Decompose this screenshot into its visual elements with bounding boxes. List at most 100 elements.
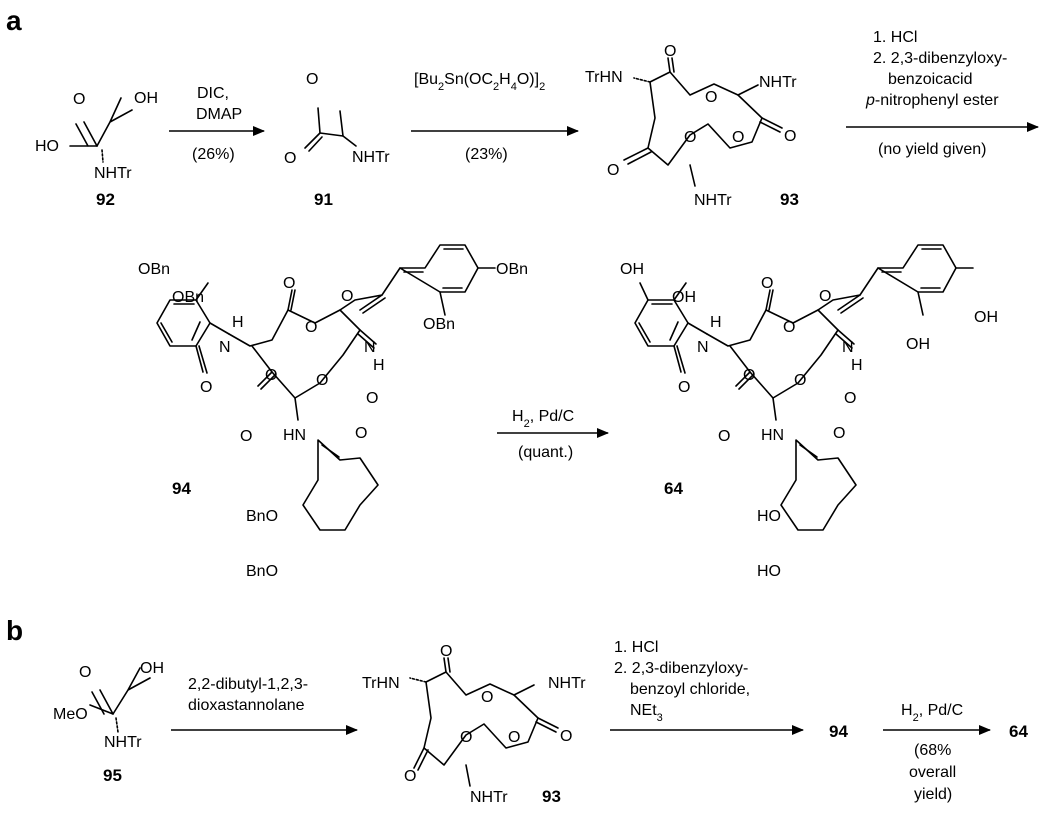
ring-oxygen-label: O [306,71,318,88]
reagent-label: H2, Pd/C [901,702,963,724]
compound-64-label: 64 [1009,722,1028,741]
ring-oxygen-label: O [460,729,472,746]
reaction-step-a3: 1. HCl 2. 2,3-dibenzyloxy- benzoicacid p… [846,29,1039,158]
carbonyl-oxygen-label: O [833,425,845,442]
benzyloxy-label: OBn [138,261,170,278]
amide-nitrogen-label: HN [283,427,306,444]
reaction-step-b3: H2, Pd/C (68% overall yield) [883,702,991,803]
hydroxyl-label: OH [974,309,998,326]
hydroxyl-label: HO [757,563,781,580]
carbonyl-oxygen-label: O [440,643,452,660]
reagent-label: H2, Pd/C [512,408,574,430]
compound-number: 64 [664,479,683,498]
ring-oxygen-label: O [684,129,696,146]
ring-oxygen-label: O [732,129,744,146]
ring-oxygen-label: O [316,372,328,389]
compound-95: OH MeO O NHTr 95 [53,660,164,785]
carbonyl-oxygen-label: O [607,162,619,179]
amide-nitrogen-label: N [842,339,854,356]
carbonyl-oxygen-label: O [678,379,690,396]
benzyloxy-label: BnO [246,508,278,525]
reagent-label: p-nitrophenyl ester [865,92,999,109]
compound-93: O TrHN NHTr O O O O O NHTr 93 [585,43,799,209]
compound-number: 91 [314,190,333,209]
compound-64: OH OH H N O O O O O O O O N H OH OH HN O… [620,244,998,580]
hydroxyl-label: OH [906,336,930,353]
reagent-label: 1. HCl [873,29,917,46]
reaction-step-a1: DIC, DMAP (26%) [169,85,265,163]
yield-label: (no yield given) [878,141,987,158]
hydroxyl-label: OH [620,261,644,278]
amine-label: NHTr [548,675,586,692]
ring-oxygen-label: O [705,89,717,106]
amide-nitrogen-label: N [219,339,231,356]
reagent-label: [Bu2Sn(OC2H4O)]2 [414,71,545,93]
reagent-label: DMAP [196,106,242,123]
yield-label: yield) [914,786,952,803]
reaction-step-b2: 1. HCl 2. 2,3-dibenzyloxy- benzoyl chlor… [610,639,804,735]
amide-nitrogen-label: N [364,339,376,356]
amine-label: NHTr [104,734,142,751]
benzyloxy-label: OBn [172,289,204,306]
reaction-step-b1: 2,2-dibutyl-1,2,3- dioxastannolane [171,676,358,735]
yield-label: (26%) [192,146,235,163]
reagent-label: dioxastannolane [188,697,305,714]
amine-label: NHTr [759,74,797,91]
carbonyl-oxygen-label: O [341,288,353,305]
compound-91: O O NHTr 91 [284,71,390,209]
ring-oxygen-label: O [481,689,493,706]
compound-94: OBn OBn H N O O O O O O O O N H OBn OBn … [138,244,528,580]
compound-number: 94 [172,479,191,498]
carbonyl-oxygen-label: O [366,390,378,407]
hydroxyl-label: OH [134,90,158,107]
carbonyl-oxygen-label: O [355,425,367,442]
amine-label: NHTr [94,165,132,182]
compound-number: 92 [96,190,115,209]
reaction-step-a2: [Bu2Sn(OC2H4O)]2 (23%) [411,71,579,163]
ring-oxygen-label: O [743,367,755,384]
carbonyl-oxygen-label: O [404,768,416,785]
compound-number: 93 [542,787,561,806]
compound-92: OH HO O NHTr 92 [35,90,158,209]
reagent-label: benzoyl chloride, [630,681,750,698]
hydroxyl-label: OH [672,289,696,306]
hydrogen-label: H [710,314,722,331]
hydrogen-label: H [232,314,244,331]
amine-label: NHTr [470,789,508,806]
reagent-label: DIC, [197,85,229,102]
compound-number: 95 [103,766,122,785]
carbonyl-oxygen-label: O [283,275,295,292]
yield-label: (quant.) [518,444,573,461]
yield-label: (23%) [465,146,508,163]
hydroxyl-label: OH [140,660,164,677]
ring-oxygen-label: O [508,729,520,746]
hydroxyl-label: HO [757,508,781,525]
ring-oxygen-label: O [794,372,806,389]
hydrogen-label: H [851,357,863,374]
reagent-label: benzoicacid [888,71,973,88]
compound-94-label: 94 [829,722,848,741]
carbonyl-oxygen-label: O [761,275,773,292]
ring-oxygen-label: O [265,367,277,384]
hydroxyl-label: HO [35,138,59,155]
amine-label: TrHN [585,69,623,86]
amine-label: NHTr [352,149,390,166]
compound-93: O TrHN NHTr O O O O O NHTr 93 [362,643,586,806]
carbonyl-oxygen-label: O [79,664,91,681]
ring-oxygen-label: O [305,319,317,336]
carbonyl-oxygen-label: O [784,128,796,145]
reaction-step-a4: H2, Pd/C (quant.) [497,408,609,461]
reagent-label: NEt3 [630,702,663,724]
carbonyl-oxygen-label: O [844,390,856,407]
reagent-label: 2,2-dibutyl-1,2,3- [188,676,308,693]
carbonyl-oxygen-label: O [73,91,85,108]
reagent-label: 1. HCl [614,639,658,656]
carbonyl-oxygen-label: O [560,728,572,745]
amine-label: TrHN [362,675,400,692]
panel-label-a: a [6,5,22,36]
amine-label: NHTr [694,192,732,209]
benzyloxy-label: BnO [246,563,278,580]
amide-nitrogen-label: N [697,339,709,356]
carbonyl-oxygen-label: O [240,428,252,445]
